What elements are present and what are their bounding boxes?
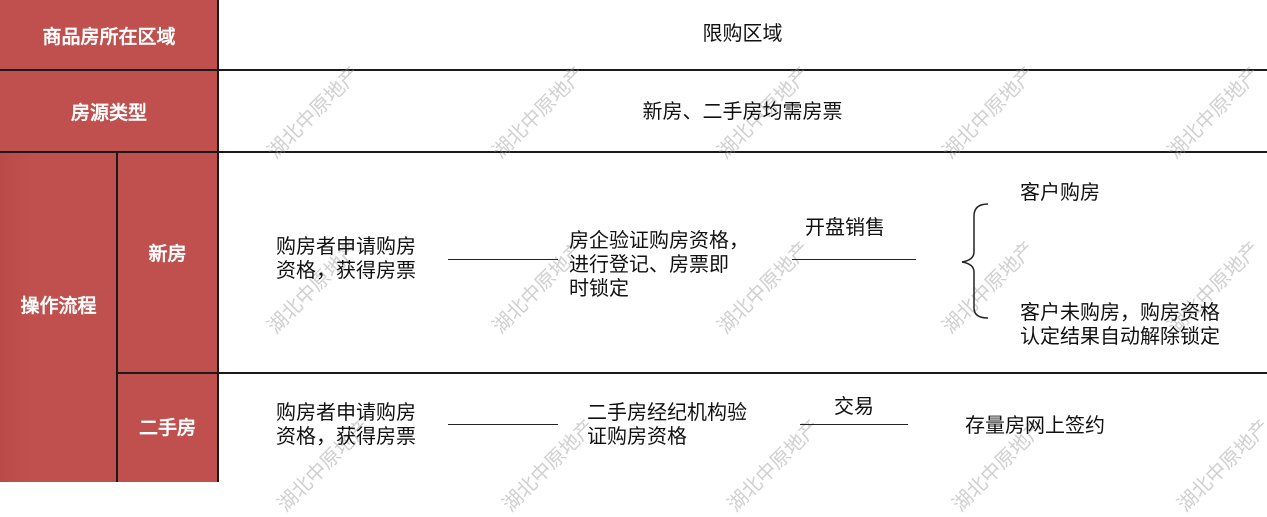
connector-line (800, 424, 908, 425)
second-step2: 二手房经纪机构验 证购房资格 (587, 400, 747, 448)
region-header-label: 商品房所在区域 (42, 25, 176, 48)
row-divider (0, 69, 1267, 71)
new-outcome-b-line2: 认定结果自动解除锁定 (1020, 324, 1220, 348)
column-divider (217, 0, 219, 482)
housing-type-header-label: 房源类型 (70, 101, 147, 124)
row-divider (0, 151, 1267, 153)
second-step2-line1: 二手房经纪机构验 (587, 400, 747, 424)
row-divider (117, 372, 1267, 374)
new-step2-line1: 房企验证购房资格， (569, 228, 749, 252)
new-step1: 购房者申请购房 资格，获得房票 (276, 234, 416, 282)
watermark: 湖北中原地产 (497, 414, 600, 517)
second-step2-line2: 证购房资格 (587, 424, 687, 448)
second-hand-header-label: 二手房 (138, 417, 196, 439)
brace-icon (961, 203, 989, 319)
second-hand-header: 二手房 (117, 373, 218, 482)
housing-type-header: 房源类型 (0, 70, 218, 152)
second-step1-line2: 资格，获得房票 (276, 424, 416, 448)
second-step1-line1: 购房者申请购房 (276, 400, 416, 424)
connector-line (448, 259, 558, 260)
column-divider (116, 152, 118, 482)
second-connector-label: 交易 (834, 394, 874, 418)
watermark: 湖北中原地产 (1172, 414, 1267, 517)
new-step1-line2: 资格，获得房票 (276, 258, 416, 282)
new-house-header: 新房 (117, 152, 218, 373)
connector-line (448, 424, 558, 425)
second-step1: 购房者申请购房 资格，获得房票 (276, 400, 416, 448)
new-step2: 房企验证购房资格， 进行登记、房票即 时锁定 (569, 228, 749, 300)
region-value: 限购区域 (702, 21, 783, 45)
new-step2-line3: 时锁定 (569, 276, 629, 300)
process-header: 操作流程 (0, 152, 117, 482)
region-header: 商品房所在区域 (0, 0, 218, 70)
new-outcome-b-line1: 客户未购房，购房资格 (1020, 300, 1220, 324)
new-house-header-label: 新房 (148, 243, 187, 265)
new-connector-label: 开盘销售 (805, 215, 885, 239)
new-step2-line2: 进行登记、房票即 (569, 252, 729, 276)
new-outcome-no-purchase: 客户未购房，购房资格 认定结果自动解除锁定 (1020, 300, 1220, 348)
second-step3: 存量房网上签约 (965, 413, 1105, 437)
process-header-label: 操作流程 (20, 294, 97, 317)
new-outcome-purchase: 客户购房 (1020, 180, 1100, 204)
connector-line (792, 259, 916, 260)
new-step1-line1: 购房者申请购房 (276, 234, 416, 258)
housing-type-value: 新房、二手房均需房票 (642, 99, 843, 123)
